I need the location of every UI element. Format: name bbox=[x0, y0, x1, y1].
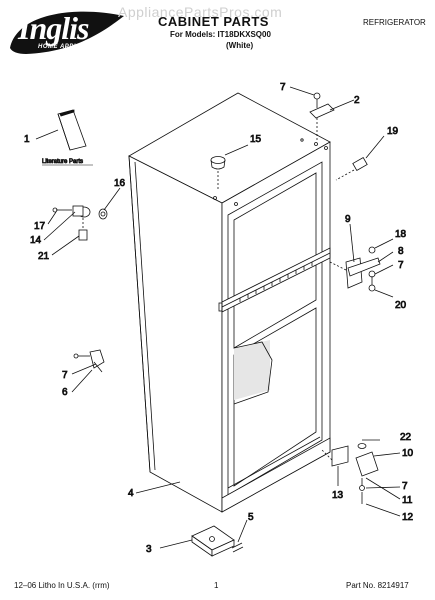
callout-5: 5 bbox=[248, 512, 254, 523]
callout-3: 3 bbox=[146, 544, 152, 555]
cabinet bbox=[128, 92, 331, 513]
callout-15: 15 bbox=[250, 134, 262, 145]
footer-print-info: 12–06 Litho In U.S.A. (rrm) bbox=[14, 581, 110, 590]
callout-10: 10 bbox=[402, 448, 414, 459]
category-label: REFRIGERATOR bbox=[363, 18, 426, 27]
callout-20: 20 bbox=[395, 300, 407, 311]
callout-8: 8 bbox=[398, 246, 404, 257]
literature-caption: Literature Parts bbox=[42, 159, 83, 165]
callout-14: 14 bbox=[30, 235, 42, 246]
page-number: 1 bbox=[214, 581, 219, 590]
models-line: For Models: IT18DKXSQ00 bbox=[170, 30, 271, 39]
callout-7-top: 7 bbox=[280, 82, 286, 93]
callout-7-right: 7 bbox=[398, 260, 404, 271]
variant-label: (White) bbox=[226, 41, 254, 50]
callout-18: 18 bbox=[395, 229, 407, 240]
leveling-leg bbox=[191, 525, 244, 557]
callout-21: 21 bbox=[38, 251, 50, 262]
page-title: CABINET PARTS bbox=[158, 14, 269, 29]
literature-parts bbox=[57, 109, 87, 151]
brand-name: Inglis bbox=[18, 10, 89, 46]
callout-2: 2 bbox=[354, 95, 360, 106]
callout-4: 4 bbox=[128, 488, 134, 499]
middle-hinge bbox=[329, 246, 381, 292]
part-19 bbox=[335, 156, 368, 181]
brand-subtitle: HOME APPLIANCES bbox=[38, 44, 104, 50]
callout-19: 19 bbox=[387, 126, 399, 137]
callout-12: 12 bbox=[402, 512, 414, 523]
callout-6: 6 bbox=[62, 387, 68, 398]
watermark: AppliancePartsPros.com bbox=[118, 4, 283, 20]
callout-16: 16 bbox=[114, 178, 126, 189]
door-stop-assembly bbox=[52, 205, 108, 241]
left-bracket bbox=[73, 349, 105, 373]
callout-1: 1 bbox=[24, 134, 30, 145]
callout-11: 11 bbox=[402, 495, 413, 506]
brand-logo: Inglis HOME APPLIANCES bbox=[8, 8, 126, 56]
bottom-hinge bbox=[321, 443, 379, 504]
callout-17: 17 bbox=[34, 221, 46, 232]
callout-9: 9 bbox=[345, 214, 351, 225]
document-part-number: Part No. 8214917 bbox=[346, 581, 409, 590]
callout-13: 13 bbox=[332, 490, 344, 501]
callout-22: 22 bbox=[400, 432, 412, 443]
callout-7-bottom: 7 bbox=[402, 481, 408, 492]
leader-lines bbox=[35, 86, 401, 549]
part-15-plug bbox=[210, 156, 226, 190]
logo-swoosh bbox=[10, 11, 124, 54]
top-hinge bbox=[309, 92, 335, 140]
callout-7-left: 7 bbox=[62, 370, 68, 381]
